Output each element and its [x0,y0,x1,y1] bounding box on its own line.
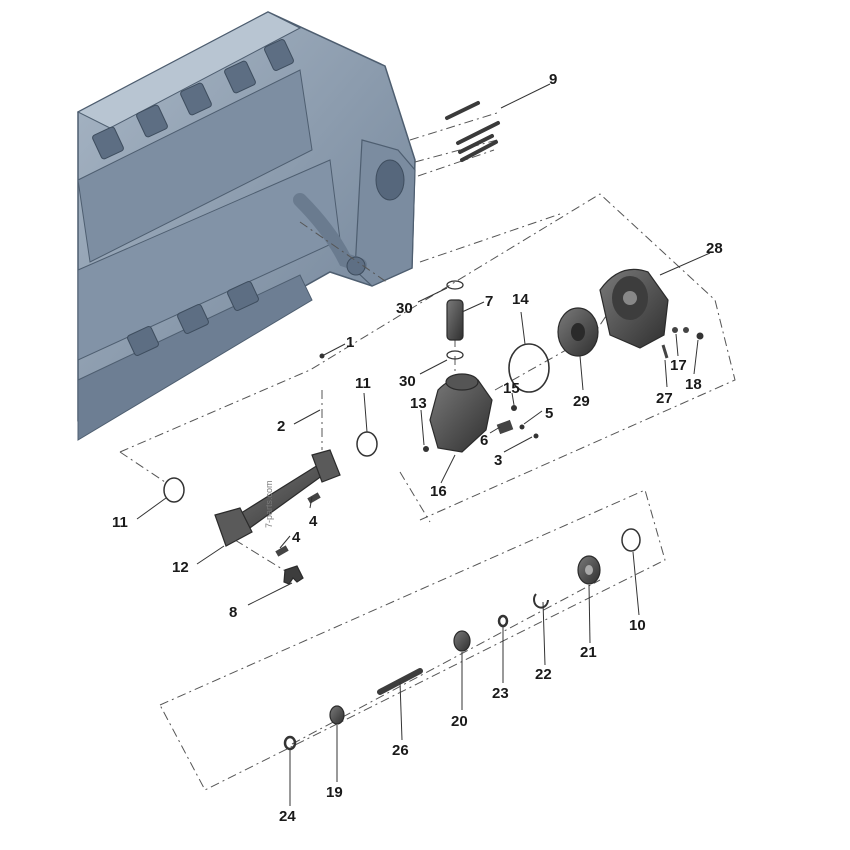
callout-21: 21 [580,644,597,661]
leader-lines [136,83,711,806]
callout-24: 24 [279,808,296,825]
callout-28: 28 [706,240,723,257]
callout-20: 20 [451,713,468,730]
engine-block [76,11,416,441]
callout-5: 5 [545,405,553,422]
callout-22: 22 [535,666,552,683]
callout-15: 15 [503,380,520,397]
callout-2: 2 [277,418,285,435]
callout-3: 3 [494,452,502,469]
callout-23: 23 [492,685,509,702]
callout-4-lower: 4 [292,529,301,546]
callout-10: 10 [629,617,646,634]
callout-30-lower: 30 [399,373,416,390]
callout-26: 26 [392,742,409,759]
callout-14: 14 [512,291,529,308]
callout-labels: 9 28 1 2 11 11 4 4 12 8 30 30 7 14 15 13… [112,71,723,825]
callout-30-upper: 30 [396,300,413,317]
callout-4-upper: 4 [309,513,318,530]
callout-18: 18 [685,376,702,393]
callout-1: 1 [346,334,354,351]
callout-11-right: 11 [355,375,371,392]
callout-7: 7 [485,293,493,310]
callout-11-left: 11 [112,514,128,531]
callout-9: 9 [549,71,557,88]
callout-19: 19 [326,784,343,801]
callout-16: 16 [430,483,447,500]
watermark: 7-parts.com [264,480,274,528]
callout-17: 17 [670,357,687,374]
callout-8: 8 [229,604,237,621]
callout-12: 12 [172,559,189,576]
callout-29: 29 [573,393,590,410]
callout-27: 27 [656,390,673,407]
parts [163,268,704,751]
callout-6: 6 [480,432,488,449]
assembly-guide-lines [119,111,736,791]
callout-13: 13 [410,395,427,412]
bolts [445,101,500,162]
